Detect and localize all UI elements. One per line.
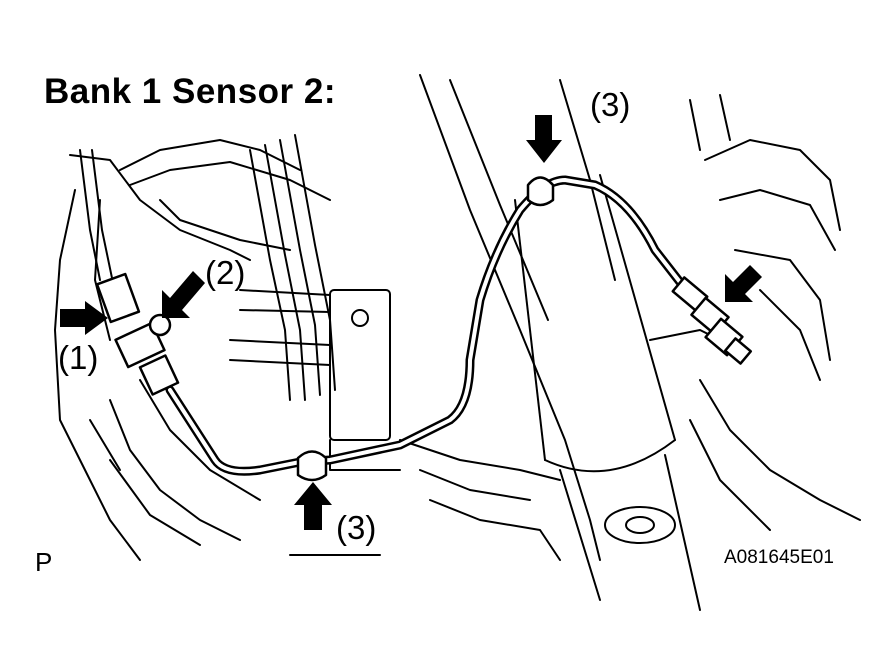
sensor-connector — [95, 272, 180, 396]
corner-mark: P — [35, 547, 53, 577]
arrow-1-icon — [60, 301, 108, 335]
callout-1-label: (1) — [58, 339, 99, 376]
harness-clamp-bottom — [296, 450, 328, 482]
arrow-3-bottom-icon — [294, 482, 332, 530]
arrow-2-icon — [162, 271, 205, 318]
callout-3-top-label: (3) — [590, 86, 631, 123]
harness-clamp-top — [526, 176, 555, 207]
arrow-3-top-icon — [526, 115, 562, 163]
callout-3-bottom-label: (3) — [336, 509, 377, 546]
figure-code: A081645E01 — [724, 547, 834, 568]
diagram-title: Bank 1 Sensor 2: — [44, 72, 336, 111]
sensor-wire-harness — [165, 175, 740, 476]
arrow-sensor-icon — [725, 265, 762, 302]
engine-structure — [54, 74, 861, 611]
oxygen-sensor — [671, 276, 753, 365]
callout-2-label: (2) — [205, 254, 246, 291]
